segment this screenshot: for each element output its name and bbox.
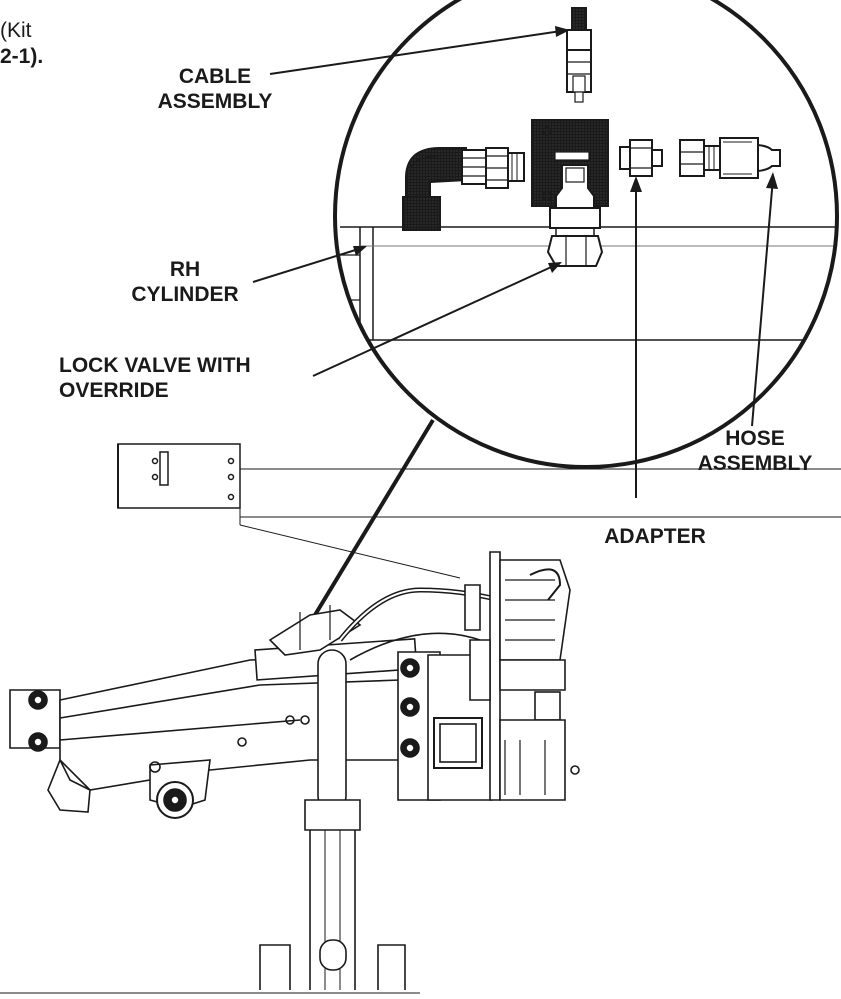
label-rh-cylinder: RH CYLINDER [110,257,260,307]
leader-lock-valve [312,262,561,377]
label-cable-assembly-line1: CABLE [178,65,252,88]
label-cable-assembly: CABLE ASSEMBLY [140,64,290,114]
leader-rh-cylinder [252,246,366,283]
label-lock-valve: LOCK VALVE WITH OVERRIDE [59,353,319,403]
mount-frame [117,443,841,579]
leader-cable [269,29,569,75]
label-lock-valve-line2: OVERRIDE [59,379,169,402]
label-adapter-line1: ADAPTER [604,525,706,548]
label-hose-assembly: HOSE ASSEMBLY [670,426,840,476]
page-text-fragment-1: (Kit [0,19,32,42]
page-text-fragment-2: 2-1). [0,45,44,68]
cable-connector [566,7,592,103]
detail-circle [333,0,839,469]
label-rh-cylinder-line1: RH [169,258,201,281]
detail-zoom-view [335,0,837,467]
label-lock-valve-line1: LOCK VALVE WITH [59,354,251,377]
lock-valve-block [531,119,609,267]
label-adapter: ADAPTER [585,524,725,549]
label-hose-assembly-line2: ASSEMBLY [697,452,813,475]
machine-assembly [0,551,580,994]
leader-hose [751,177,774,427]
label-cable-assembly-line2: ASSEMBLY [157,90,273,113]
adapter-and-hose [619,137,781,179]
label-hose-assembly-line1: HOSE [725,427,785,450]
callout-leaders [252,29,774,650]
elbow-fitting [402,147,525,231]
leader-main [293,418,435,650]
label-rh-cylinder-line2: CYLINDER [131,283,239,306]
